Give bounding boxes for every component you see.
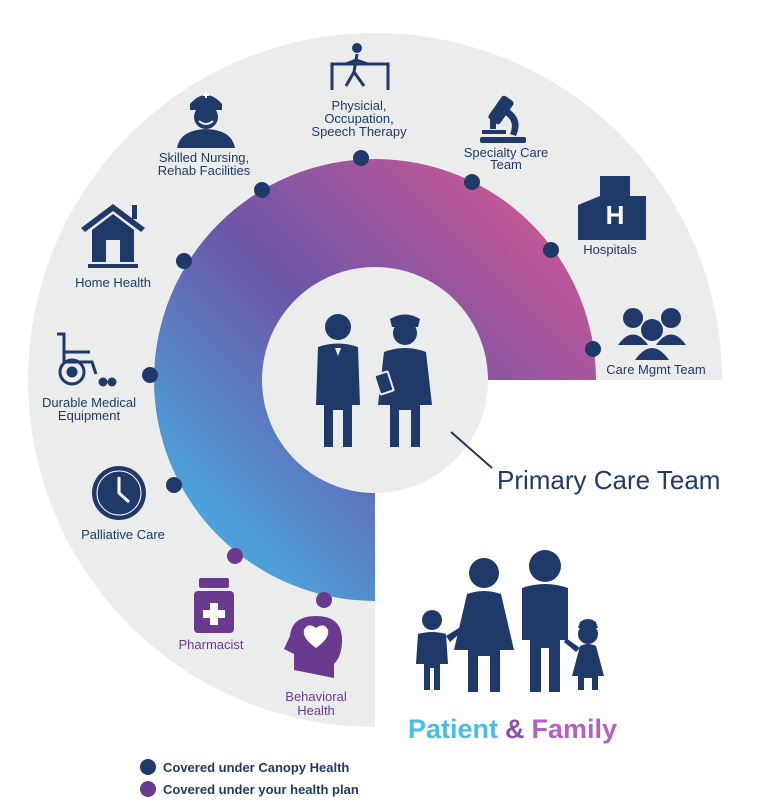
center-pointer-line [450, 431, 493, 469]
head-heart-icon [284, 616, 342, 678]
service-label: Physicial,Occupation,Speech Therapy [311, 98, 407, 139]
service-label: Home Health [75, 275, 151, 290]
coverage-dot [176, 253, 192, 269]
doctor-nurse-icon [316, 314, 432, 447]
legend-dot-canopy [140, 759, 156, 775]
ampersand: & [505, 714, 525, 744]
service-label: Pharmacist [178, 637, 243, 652]
legend-label-canopy: Covered under Canopy Health [163, 760, 349, 775]
service-home-health: Home Health [75, 204, 192, 290]
family-icon [416, 550, 604, 692]
coverage-dot [353, 150, 369, 166]
coverage-dot [227, 548, 243, 564]
legend-item-canopy: Covered under Canopy Health [140, 759, 349, 775]
service-label: Palliative Care [81, 527, 165, 542]
legend-dot-health-plan [140, 781, 156, 797]
service-palliative-care: Palliative Care [81, 466, 182, 542]
service-label: Care Mgmt Team [606, 362, 705, 377]
center-label: Primary Care Team [497, 465, 720, 495]
legend-label-health-plan: Covered under your health plan [163, 782, 359, 797]
coverage-dot [166, 477, 182, 493]
patient-word: Patient [408, 714, 498, 744]
nurse-icon [177, 92, 235, 148]
group-icon [618, 308, 686, 360]
microscope-icon [480, 95, 526, 143]
coverage-dot [543, 242, 559, 258]
medicine-bottle-icon [194, 578, 234, 633]
house-icon [81, 204, 145, 268]
service-pharmacist: Pharmacist [178, 548, 244, 652]
svg-text:H: H [606, 200, 625, 230]
wheelchair-icon [57, 332, 117, 387]
coverage-dot [316, 592, 332, 608]
legend: Covered under Canopy Health Covered unde… [140, 759, 359, 797]
service-care-mgmt-team: Care Mgmt Team [585, 308, 706, 377]
care-arc [154, 159, 596, 601]
coverage-dot [464, 174, 480, 190]
patient-family-title: Patient&Family [408, 714, 617, 744]
service-label: Hospitals [583, 242, 637, 257]
service-label: Skilled Nursing,Rehab Facilities [158, 150, 251, 178]
family-word: Family [532, 714, 618, 744]
walker-rehab-icon [330, 43, 390, 90]
coverage-dot [142, 367, 158, 383]
service-skilled-nursing: Skilled Nursing,Rehab Facilities [158, 92, 270, 198]
legend-item-health-plan: Covered under your health plan [140, 781, 359, 797]
service-hospitals: H Hospitals [543, 176, 646, 258]
clock-icon [92, 466, 146, 520]
hospital-building-icon: H [578, 176, 646, 240]
coverage-dot [585, 341, 601, 357]
service-therapy: Physicial,Occupation,Speech Therapy [311, 43, 407, 166]
coverage-dot [254, 182, 270, 198]
